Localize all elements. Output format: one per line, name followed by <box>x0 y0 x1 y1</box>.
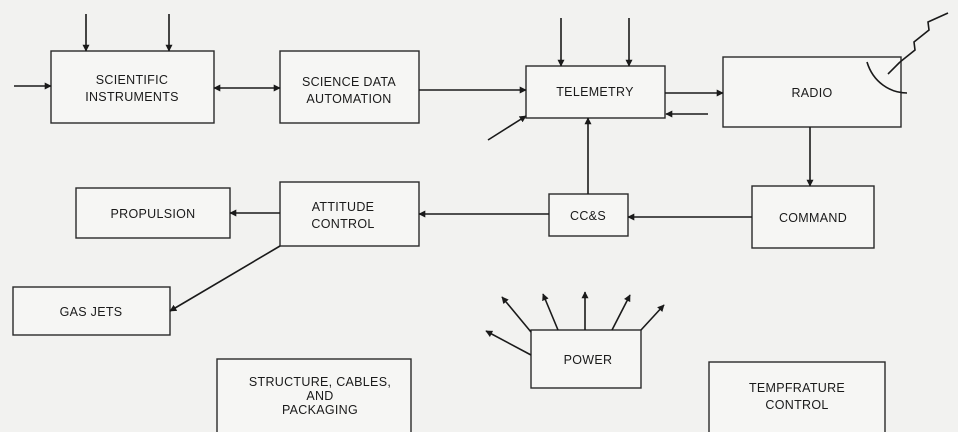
scientific-instruments-label-1: SCIENTIFIC <box>96 73 168 87</box>
power-output-arrow-6 <box>640 304 665 331</box>
power-output-arrow-3 <box>542 293 559 331</box>
science-data-automation-block: SCIENCE DATA AUTOMATION <box>279 50 420 124</box>
structure-label-2: AND <box>306 389 333 403</box>
command-block: COMMAND <box>751 185 875 249</box>
power-output-arrow-5 <box>611 294 631 331</box>
attitude-control-block: ATTITUDE CONTROL <box>279 181 420 247</box>
structure-block: STRUCTURE, CABLES, AND PACKAGING <box>216 358 412 432</box>
structure-label-1: STRUCTURE, CABLES, <box>249 375 391 389</box>
antenna-dish-icon <box>866 61 908 94</box>
scientific-instruments-block: SCIENTIFIC INSTRUMENTS <box>50 50 215 124</box>
propulsion-label: PROPULSION <box>111 207 196 221</box>
attitude-gasjets-arrow <box>169 245 281 312</box>
connectors <box>14 12 949 356</box>
command-label: COMMAND <box>779 211 847 225</box>
attitude-control-label-1: ATTITUDE <box>312 200 375 214</box>
science-data-automation-label-1: SCIENCE DATA <box>302 75 396 89</box>
structure-label-3: PACKAGING <box>282 403 358 417</box>
telemetry-label: TELEMETRY <box>556 85 634 99</box>
scientific-instruments-label-2: INSTRUMENTS <box>85 90 179 104</box>
attitude-control-label-2: CONTROL <box>311 217 374 231</box>
power-output-arrow-2 <box>501 296 532 333</box>
science-data-automation-label-2: AUTOMATION <box>306 92 391 106</box>
temperature-control-label-2: CONTROL <box>765 398 828 412</box>
temperature-control-label-1: TEMPFRATURE <box>749 381 845 395</box>
temperature-control-block: TEMPFRATURE CONTROL <box>708 361 886 432</box>
radio-signal-icon <box>899 12 949 63</box>
radio-label: RADIO <box>791 86 832 100</box>
power-label: POWER <box>564 353 613 367</box>
power-block: POWER <box>530 329 642 389</box>
ccs-block: CC&S <box>548 193 629 237</box>
antenna-mast-icon <box>887 61 901 75</box>
gas-jets-block: GAS JETS <box>12 286 171 336</box>
telemetry-input-arrow-diagonal <box>487 115 527 141</box>
gas-jets-label: GAS JETS <box>60 305 123 319</box>
ccs-label: CC&S <box>570 209 606 223</box>
propulsion-block: PROPULSION <box>75 187 231 239</box>
telemetry-block: TELEMETRY <box>525 65 666 119</box>
power-output-arrow-1 <box>485 330 532 356</box>
radio-block: RADIO <box>722 56 902 128</box>
